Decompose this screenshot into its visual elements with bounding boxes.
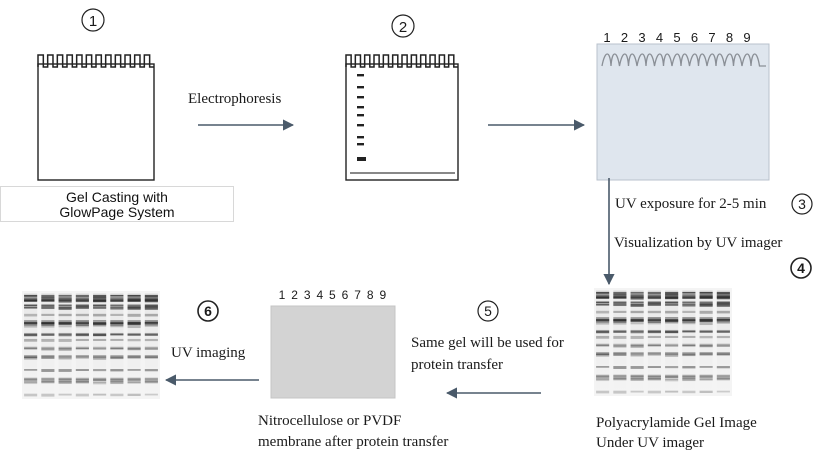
membrane-caption-line1: Nitrocellulose or PVDF [258, 413, 401, 429]
lane-number: 4 [316, 288, 323, 302]
arrow-electrophoresis: Electrophoresis [188, 91, 295, 131]
electrophoresis-label: Electrophoresis [188, 91, 281, 107]
lane-number: 8 [726, 30, 733, 45]
ladder-band [357, 96, 364, 99]
step4-number: 4 [797, 260, 805, 276]
transfer-label-line2: protein transfer [411, 357, 503, 373]
protein-ladder [357, 74, 366, 161]
visualization-label: Visualization by UV imager [614, 235, 782, 251]
final-membrane-image [22, 291, 160, 399]
step2-number: 2 [399, 19, 407, 36]
lane-number: 4 [656, 30, 663, 45]
gel-cassette-run [345, 63, 459, 181]
lane-number: 9 [743, 30, 750, 45]
gel-cassette-empty [37, 63, 155, 181]
gel-casting-caption: Gel Casting with GlowPage System [0, 186, 234, 222]
step6-marker [197, 300, 219, 322]
lane-number: 6 [691, 30, 698, 45]
gel-wells [601, 53, 766, 67]
lane-number: 3 [638, 30, 645, 45]
membrane-caption-line2: membrane after protein transfer [258, 434, 448, 450]
uv-imaging-label: UV imaging [171, 345, 246, 361]
lane-number: 5 [673, 30, 680, 45]
transfer-label-line1: Same gel will be used for [411, 335, 564, 351]
lane-number: 7 [354, 288, 361, 302]
lane-number: 2 [291, 288, 298, 302]
lane-number: 9 [379, 288, 386, 302]
step1-number: 1 [89, 13, 97, 30]
lane-number: 6 [342, 288, 349, 302]
step5-number: 5 [484, 303, 492, 319]
uv-gel-caption-line2: Under UV imager [596, 435, 704, 451]
lane-number: 8 [367, 288, 374, 302]
gel-casting-caption-line1: Gel Casting with [66, 189, 168, 205]
ladder-band [357, 157, 366, 161]
uv-gel-caption-line1: Polyacrylamide Gel Image [596, 415, 757, 431]
step6-number: 6 [204, 303, 212, 319]
uv-gel-image [594, 288, 732, 396]
step2-group: 2 [345, 14, 459, 181]
comb-wells [345, 54, 458, 68]
uv-exposure-label: UV exposure for 2-5 min [615, 196, 767, 212]
step1-group: 1 [37, 8, 155, 181]
ladder-band [357, 124, 364, 127]
step4-marker [790, 257, 812, 279]
lane-number: 5 [329, 288, 336, 302]
ladder-band [357, 106, 364, 109]
lane-number: 3 [304, 288, 311, 302]
lane-number: 2 [621, 30, 628, 45]
membrane [270, 305, 396, 399]
lane-number: 1 [603, 30, 610, 45]
step5-marker [477, 300, 499, 322]
ladder-band [357, 74, 364, 77]
ladder-band [357, 143, 364, 146]
step3-marker [791, 193, 813, 215]
ladder-band [357, 114, 364, 117]
gel-casting-caption-line2: GlowPage System [59, 204, 175, 220]
comb-wells [37, 54, 154, 68]
step2-marker [391, 14, 415, 38]
ladder-band [357, 136, 364, 139]
lane-number: 7 [708, 30, 715, 45]
ladder-band [357, 86, 364, 89]
lane-number: 1 [279, 288, 286, 302]
step3-number: 3 [798, 196, 806, 212]
step1-marker [81, 8, 105, 32]
gel-photo [596, 43, 770, 181]
